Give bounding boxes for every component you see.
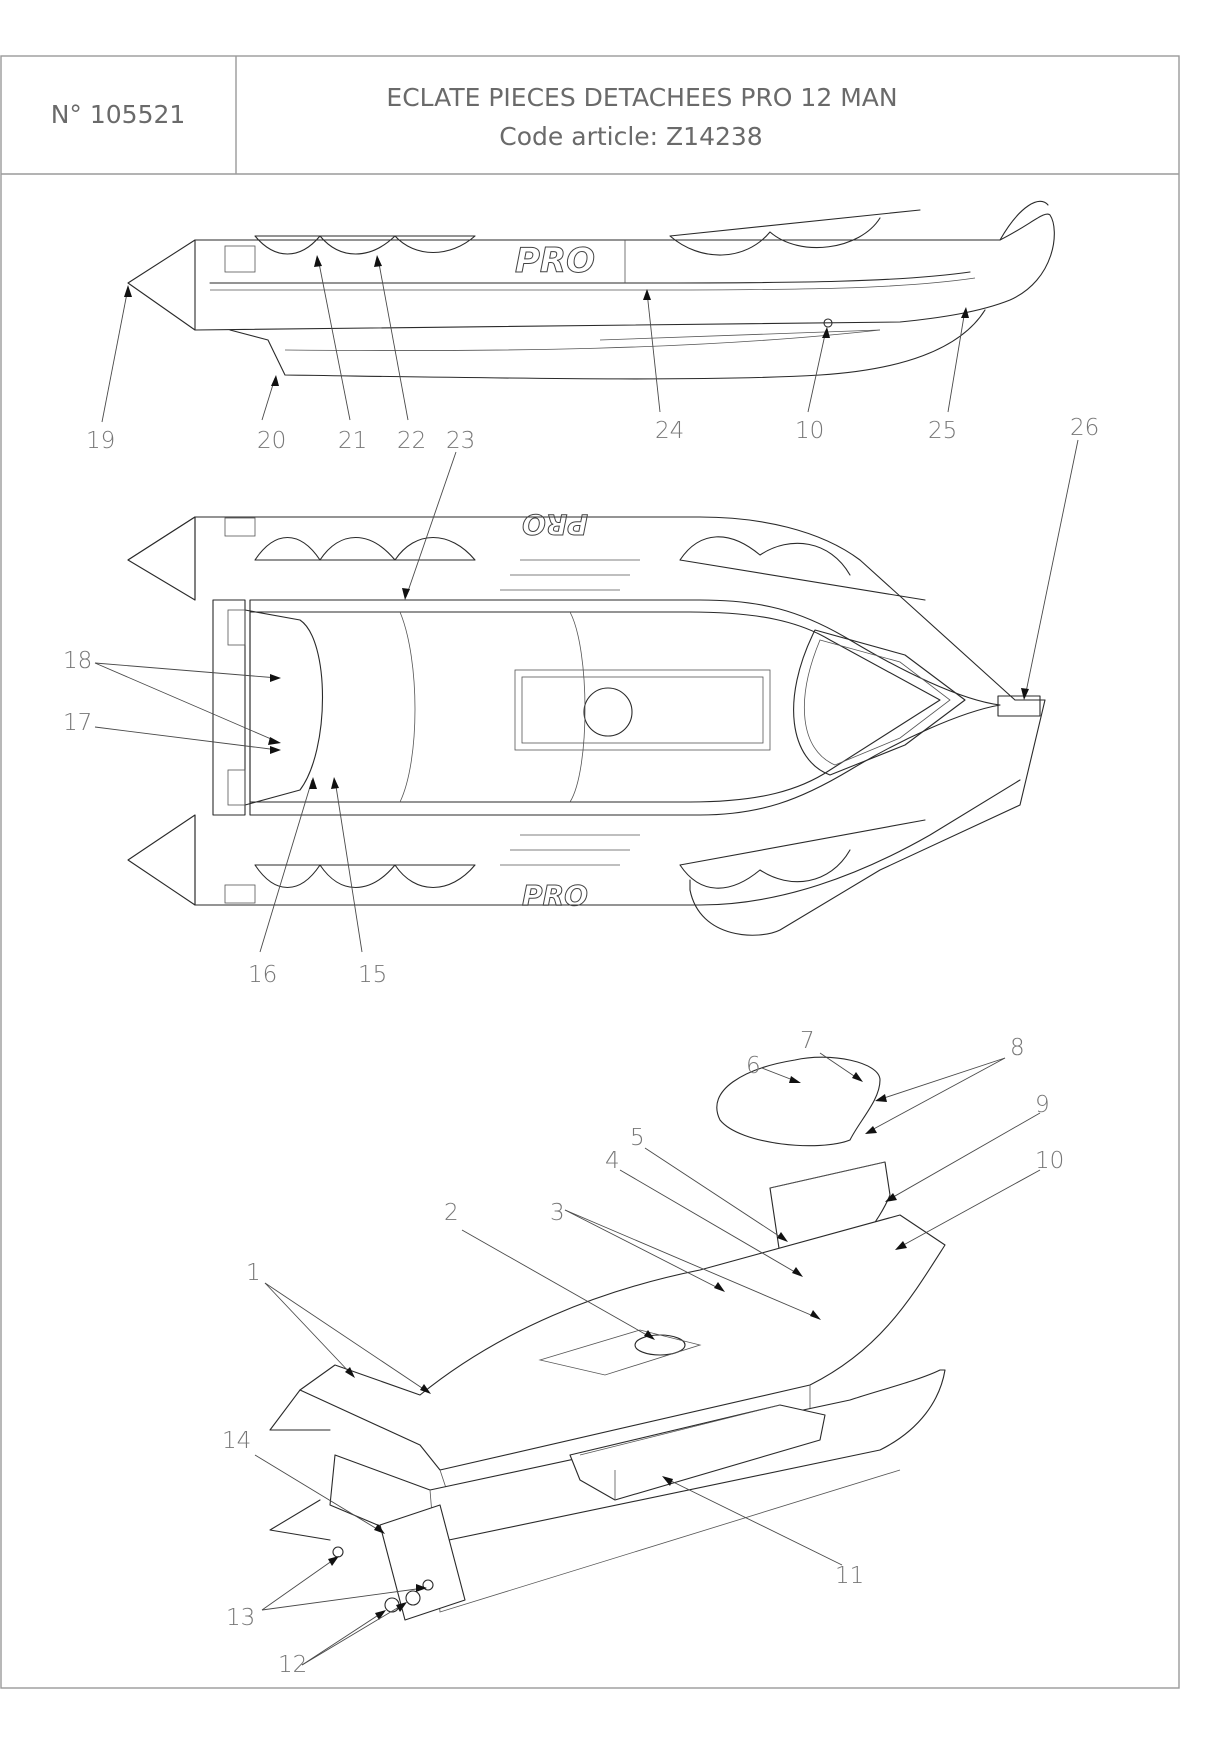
callout-2: 2	[444, 1200, 459, 1226]
callout-6: 6	[746, 1053, 761, 1079]
callout-14: 14	[222, 1428, 251, 1454]
callout-21: 21	[338, 428, 367, 454]
top-transom-bracket-1	[227, 609, 246, 646]
callout-8: 8	[1010, 1035, 1025, 1061]
side-tube-outline	[127, 213, 1055, 331]
callout-3: 3	[550, 1200, 565, 1226]
top-floor-seam-1	[399, 611, 416, 803]
side-brand-badge	[224, 245, 256, 273]
exploded-view: 1 2 3 4 5 6 7 8 9 10 11 12	[222, 1028, 1064, 1678]
callout-17: 17	[63, 710, 92, 736]
callout-1: 1	[246, 1260, 261, 1286]
top-grab-line-port-aft	[254, 536, 476, 561]
side-brand-logo: PRO	[515, 241, 595, 281]
top-starboard-stern-cone	[127, 814, 196, 906]
callout-5: 5	[630, 1125, 645, 1151]
exploded-hull-lower-flange	[269, 1499, 331, 1541]
top-brand-logo-port: PRO	[522, 508, 588, 541]
callout-7: 7	[800, 1028, 815, 1054]
side-grab-line-fwd	[669, 209, 921, 256]
top-inner-outline	[249, 599, 1001, 816]
top-view: PRO PRO 23 26 18 17 16 15	[63, 415, 1099, 988]
callout-26: 26	[1070, 415, 1099, 441]
top-stripes-port	[500, 559, 640, 591]
drawing-title: ECLATE PIECES DETACHEES PRO 12 MAN	[386, 83, 897, 112]
document-number: N° 105521	[51, 100, 186, 129]
side-rubbing-strake	[209, 271, 971, 284]
exploded-fastener-2	[405, 1590, 421, 1606]
side-hull-strake	[599, 329, 881, 341]
callout-18: 18	[63, 648, 92, 674]
top-transom-bracket-2	[227, 769, 246, 806]
side-view: PRO 19 20 21 22 24 10 25	[86, 200, 1055, 454]
exploded-floor-upper	[299, 1214, 946, 1471]
top-transom	[212, 599, 323, 816]
exploded-locker-bin-rim	[769, 1161, 886, 1189]
callout-10: 10	[795, 418, 824, 444]
side-hull-chine	[284, 329, 881, 352]
callout-12: 12	[278, 1652, 307, 1678]
top-bow-locker-inner	[804, 639, 951, 766]
callout-4: 4	[605, 1148, 620, 1174]
top-brand-badge-port	[224, 517, 256, 537]
callout-15: 15	[358, 962, 387, 988]
callout-25: 25	[928, 418, 957, 444]
exploded-callouts: 1 2 3 4 5 6 7 8 9 10 11 12	[222, 1028, 1064, 1678]
callout-20: 20	[257, 428, 286, 454]
exploded-keel-box-edges	[579, 1404, 781, 1500]
top-floor-seam-2	[569, 611, 586, 803]
top-floor	[249, 611, 941, 803]
top-grab-line-stbd-aft	[254, 864, 476, 889]
top-brand-badge-stbd	[224, 884, 256, 904]
top-floor-hatch	[583, 687, 633, 737]
exploded-fastener-3	[332, 1546, 344, 1558]
top-grab-line-stbd-fwd	[679, 819, 926, 889]
top-stripes-stbd	[500, 834, 640, 866]
title-block: N° 105521 ECLATE PIECES DETACHEES PRO 12…	[0, 55, 1180, 1689]
top-callouts: 23 26 18 17 16 15	[63, 415, 1099, 988]
exploded-floor-panel	[538, 1329, 702, 1376]
callout-19: 19	[86, 428, 115, 454]
exploded-floor-upper-flange	[269, 1389, 331, 1431]
top-port-stern-cone	[127, 516, 196, 601]
top-port-tube	[127, 516, 1046, 936]
callout-24: 24	[655, 418, 684, 444]
exploded-locker-lid	[716, 1056, 881, 1147]
callout-16: 16	[248, 962, 277, 988]
callout-22: 22	[397, 428, 426, 454]
top-brand-logo-stbd: PRO	[522, 879, 588, 912]
callout-10-exploded: 10	[1035, 1148, 1064, 1174]
top-bow-ring	[997, 695, 1041, 717]
side-rubbing-strake-lower	[210, 277, 976, 291]
top-grab-line-port-fwd	[679, 536, 926, 601]
callout-23: 23	[446, 428, 475, 454]
callout-11: 11	[835, 1563, 864, 1589]
top-floor-panel-inner	[521, 676, 764, 744]
callout-9: 9	[1035, 1092, 1050, 1118]
side-valve	[823, 318, 833, 328]
top-starboard-tube	[194, 779, 1021, 906]
side-nose-cone	[999, 200, 1049, 241]
sheet-border	[0, 55, 1180, 1689]
top-bow-locker	[793, 629, 966, 776]
callout-13: 13	[226, 1605, 255, 1631]
top-floor-panel	[514, 669, 771, 751]
code-article: Code article: Z14238	[499, 122, 762, 151]
side-callouts: 19 20 21 22 24 10 25	[86, 255, 969, 454]
exploded-fastener-4	[422, 1579, 434, 1591]
side-grab-line-aft	[254, 235, 476, 255]
